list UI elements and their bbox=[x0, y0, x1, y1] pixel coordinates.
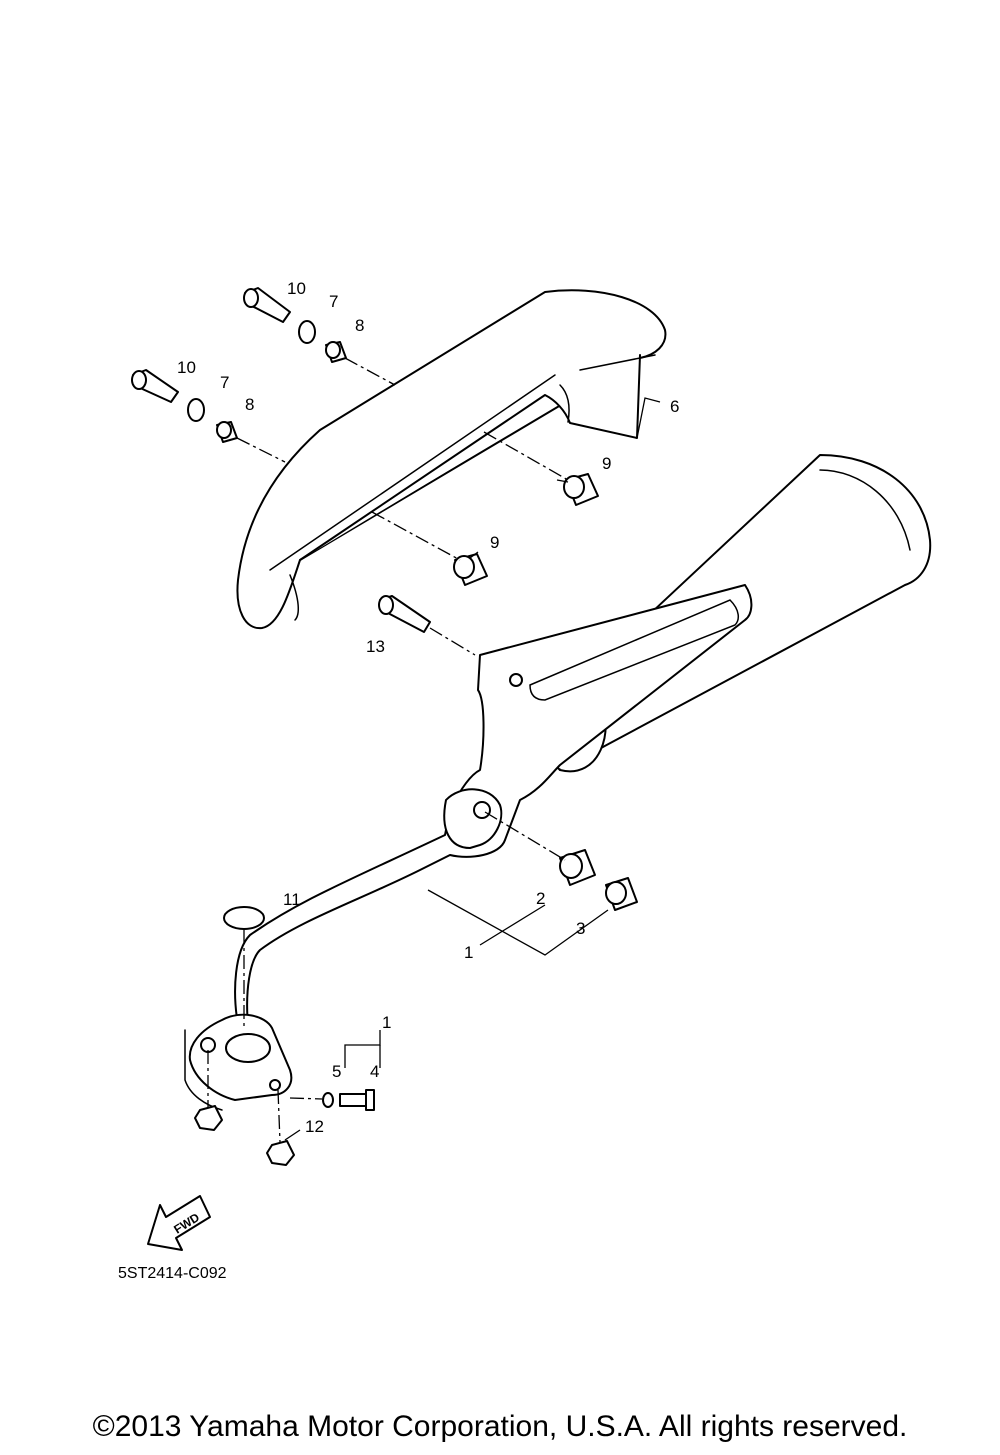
callout-7-upper: 7 bbox=[329, 292, 338, 311]
callout-11: 11 bbox=[283, 890, 301, 909]
diagram-code: 5ST2414-C092 bbox=[118, 1265, 227, 1282]
washer-5 bbox=[322, 1092, 334, 1108]
callout-8-lower: 8 bbox=[245, 395, 254, 414]
muffler-protector bbox=[236, 289, 667, 630]
collar-3 bbox=[605, 877, 638, 911]
callout-9-lower: 9 bbox=[490, 533, 499, 552]
washer-7-upper bbox=[298, 320, 316, 344]
copyright-notice: ©2013 Yamaha Motor Corporation, U.S.A. A… bbox=[92, 1410, 908, 1443]
callout-7-lower: 7 bbox=[220, 373, 229, 392]
collar-8-upper bbox=[325, 341, 347, 363]
assembly-lines bbox=[207, 357, 569, 1143]
damper-2 bbox=[559, 849, 596, 886]
damper-9-lower bbox=[453, 553, 488, 586]
fwd-arrow-icon: FWD bbox=[147, 1195, 211, 1251]
collar-8-lower bbox=[216, 421, 238, 443]
damper-9-upper bbox=[563, 473, 599, 506]
nut-12-right bbox=[266, 1140, 295, 1166]
gasket-11 bbox=[223, 906, 265, 930]
callout-3: 3 bbox=[576, 919, 585, 938]
callout-1-subassembly: 1 bbox=[382, 1013, 391, 1032]
bolt-13 bbox=[378, 595, 431, 633]
washer-7-lower bbox=[187, 398, 205, 422]
callout-10-upper: 10 bbox=[287, 279, 306, 298]
callout-labels: 1 2 3 4 5 6 7 7 8 8 9 9 10 10 11 12 13 1 bbox=[177, 279, 679, 1136]
callout-1: 1 bbox=[464, 943, 473, 962]
callout-4: 4 bbox=[370, 1062, 379, 1081]
callout-10-lower: 10 bbox=[177, 358, 196, 377]
callout-5: 5 bbox=[332, 1062, 341, 1081]
callout-13: 13 bbox=[366, 637, 385, 656]
callout-8-upper: 8 bbox=[355, 316, 364, 335]
bolt-4 bbox=[339, 1089, 375, 1111]
leader-lines bbox=[284, 397, 661, 1141]
muffler-assembly bbox=[184, 454, 932, 1111]
callout-6: 6 bbox=[670, 397, 679, 416]
callout-9-upper: 9 bbox=[602, 454, 611, 473]
bolt-10-lower bbox=[131, 369, 179, 403]
callout-2: 2 bbox=[536, 889, 545, 908]
nut-12-left bbox=[194, 1105, 223, 1131]
callout-12: 12 bbox=[305, 1117, 324, 1136]
bolt-10-upper bbox=[243, 287, 291, 323]
